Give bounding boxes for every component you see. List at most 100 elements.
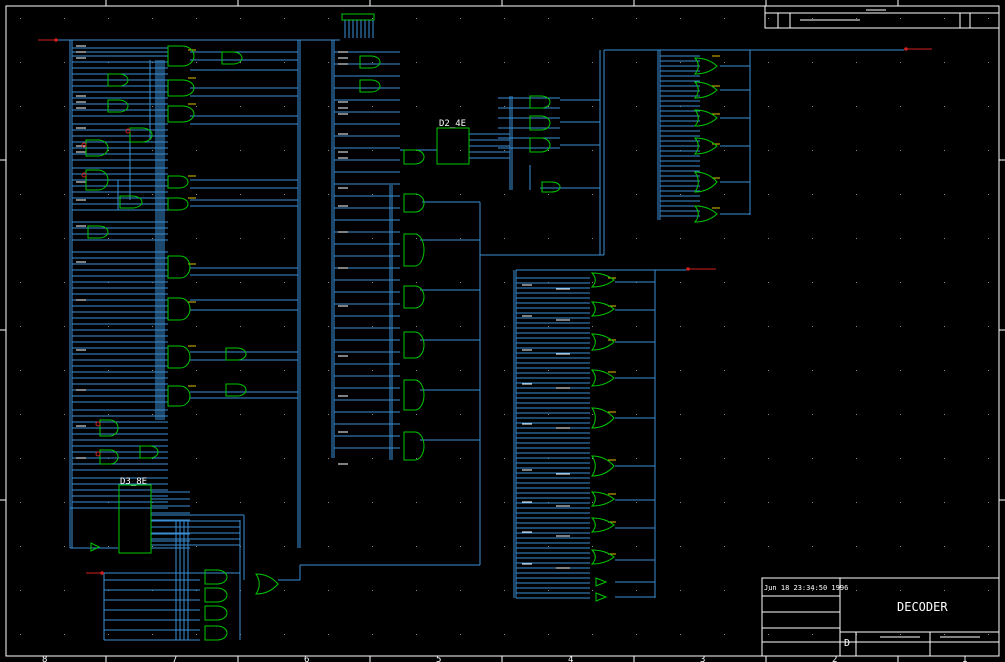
and-gate (119, 195, 143, 209)
grid-dot (152, 238, 153, 239)
grid-dot (768, 590, 769, 591)
grid-dot (416, 282, 417, 283)
or-gate (590, 491, 615, 507)
grid-dot (636, 18, 637, 19)
grid-dot (240, 370, 241, 371)
grid-dot (504, 502, 505, 503)
grid-dot (240, 150, 241, 151)
grid-dot (636, 150, 637, 151)
grid-dot (900, 62, 901, 63)
grid-dot (416, 414, 417, 415)
or-gate (591, 407, 615, 429)
grid-dot (20, 326, 21, 327)
grid-dot (812, 458, 813, 459)
grid-dot (944, 326, 945, 327)
grid-dot (460, 634, 461, 635)
grid-dot (988, 414, 989, 415)
grid-dot (812, 62, 813, 63)
grid-dot (504, 370, 505, 371)
grid-dot (284, 414, 285, 415)
and-gate (403, 193, 425, 213)
grid-dot (372, 326, 373, 327)
grid-dot (372, 590, 373, 591)
grid-dot (460, 106, 461, 107)
and-gate (403, 431, 425, 461)
grid-dot (328, 238, 329, 239)
decoder-3to8-symbol: D3_8E (118, 477, 152, 554)
grid-dot (856, 458, 857, 459)
grid-dot (20, 546, 21, 547)
grid-dot (504, 62, 505, 63)
grid-dot (416, 62, 417, 63)
grid-dot (944, 194, 945, 195)
and-gate (139, 445, 159, 459)
grid-dot (284, 458, 285, 459)
grid-dot (108, 150, 109, 151)
port-input-top-left (38, 38, 58, 42)
buffer-gate (90, 542, 608, 602)
grid-dot (416, 238, 417, 239)
grid-dot (416, 326, 417, 327)
grid-dot (284, 194, 285, 195)
grid-dot (548, 238, 549, 239)
grid-dot (64, 458, 65, 459)
grid-dot (944, 370, 945, 371)
grid-dot (900, 150, 901, 151)
grid-dot (680, 238, 681, 239)
or-gate (693, 81, 718, 99)
and-gate (403, 149, 425, 165)
grid-dot (900, 590, 901, 591)
or-gate (590, 272, 615, 288)
grid-dot (196, 502, 197, 503)
grid-dot (196, 546, 197, 547)
grid-dot (20, 414, 21, 415)
grid-dot (548, 414, 549, 415)
grid-dot (416, 502, 417, 503)
grid-dot (504, 150, 505, 151)
grid-dot (768, 326, 769, 327)
grid-dot (504, 590, 505, 591)
grid-dot (504, 458, 505, 459)
grid-dot (900, 194, 901, 195)
grid-dot (328, 634, 329, 635)
grid-dot (504, 546, 505, 547)
or-gate (694, 171, 718, 193)
grid-dots (20, 18, 989, 635)
grid-dot (504, 106, 505, 107)
grid-dot (152, 326, 153, 327)
and-gate (204, 605, 228, 621)
and-gate (403, 233, 425, 267)
grid-dot (20, 590, 21, 591)
grid-dot (768, 458, 769, 459)
grid-dot (372, 282, 373, 283)
grid-dot (988, 546, 989, 547)
grid-dot (372, 370, 373, 371)
grid-dot (812, 414, 813, 415)
inversion-bubble (81, 142, 87, 148)
grid-dot (284, 590, 285, 591)
grid-dot (812, 194, 813, 195)
decoder-2to4-symbol: D2_4E (436, 119, 470, 165)
grid-dot (724, 590, 725, 591)
grid-dot (856, 62, 857, 63)
grid-dot (548, 634, 549, 635)
grid-dot (988, 326, 989, 327)
grid-dot (328, 370, 329, 371)
grid-dot (548, 326, 549, 327)
grid-dot (944, 282, 945, 283)
grid-dot (240, 326, 241, 327)
grid-dot (328, 458, 329, 459)
grid-dot (372, 458, 373, 459)
grid-dot (856, 282, 857, 283)
grid-dot (856, 326, 857, 327)
grid-dot (372, 106, 373, 107)
border-number: 3 (700, 655, 705, 662)
grid-dot (636, 546, 637, 547)
grid-dot (724, 282, 725, 283)
grid-dot (284, 150, 285, 151)
grid-dot (988, 62, 989, 63)
inversion-bubble (81, 172, 87, 178)
grid-dot (284, 546, 285, 547)
grid-dot (856, 370, 857, 371)
timestamp: Jun 18 23:34:50 1996 (764, 584, 848, 592)
